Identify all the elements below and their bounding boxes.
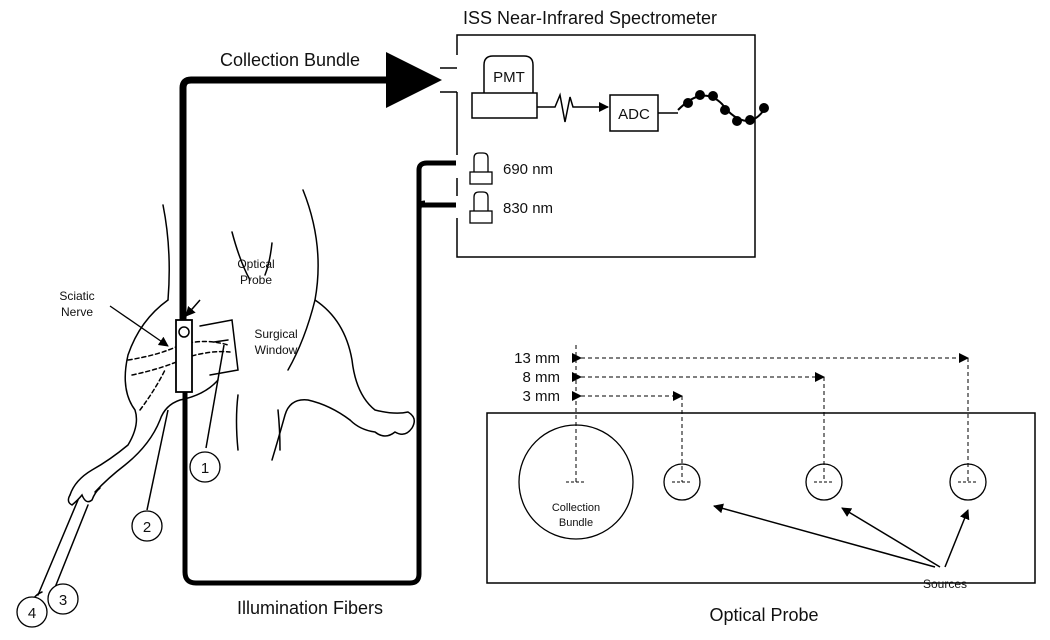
optical-probe-label-line1: Optical xyxy=(237,257,274,271)
marker-3-label: 3 xyxy=(59,592,67,609)
optical-probe-label-line2: Probe xyxy=(240,273,272,287)
spectrometer-box xyxy=(440,34,756,258)
optical-probe-on-leg xyxy=(175,319,193,393)
marker-1 xyxy=(189,451,221,483)
marker-4-label: 4 xyxy=(28,605,36,622)
source-circle-13mm xyxy=(949,463,987,501)
collection-bundle-circle xyxy=(518,424,634,540)
collection-bundle-label: Collection Bundle xyxy=(220,50,360,70)
source-circle-8mm xyxy=(805,463,843,501)
surgical-window-label-line2: Window xyxy=(255,343,298,357)
illumination-fibers-label: Illumination Fibers xyxy=(237,598,383,618)
probe-detail-body xyxy=(486,412,1036,584)
distance-3mm-label: 3 mm xyxy=(523,388,561,405)
spectrometer-title: ISS Near-Infrared Spectrometer xyxy=(463,8,717,28)
distance-8mm-label: 8 mm xyxy=(523,369,561,386)
digital-output-icon xyxy=(677,90,769,126)
source-830-label: 830 nm xyxy=(503,200,553,217)
marker-3 xyxy=(47,583,79,615)
rat-illustration xyxy=(29,189,415,606)
illumination-fiber-690 xyxy=(182,160,456,586)
source-690-label: 690 nm xyxy=(503,161,553,178)
probe-distance-lines xyxy=(572,345,969,482)
adc-label: ADC xyxy=(618,106,650,123)
optical-probe-detail-title: Optical Probe xyxy=(709,605,818,625)
distance-13mm-label: 13 mm xyxy=(514,350,560,367)
laser-690-icon xyxy=(469,152,493,185)
laser-830-icon xyxy=(469,191,493,224)
marker-1-label: 1 xyxy=(201,460,209,477)
collection-bundle-fiber xyxy=(179,52,442,370)
collection-bundle-detail-line2: Bundle xyxy=(559,517,593,529)
source-circle-3mm xyxy=(663,463,701,501)
pmt-label: PMT xyxy=(493,69,525,86)
sources-label: Sources xyxy=(923,577,967,591)
sciatic-nerve-label-line1: Sciatic xyxy=(59,289,94,303)
signal-waveform xyxy=(537,92,609,123)
marker-4 xyxy=(16,596,48,628)
sources-pointer-arrows xyxy=(713,503,970,568)
marker-2 xyxy=(131,510,163,542)
collection-bundle-detail-line1: Collection xyxy=(552,502,600,514)
marker-2-label: 2 xyxy=(143,519,151,536)
pmt-icon xyxy=(471,55,538,119)
surgical-window-label-line1: Surgical xyxy=(254,327,297,341)
sciatic-nerve-label-line2: Nerve xyxy=(61,305,93,319)
